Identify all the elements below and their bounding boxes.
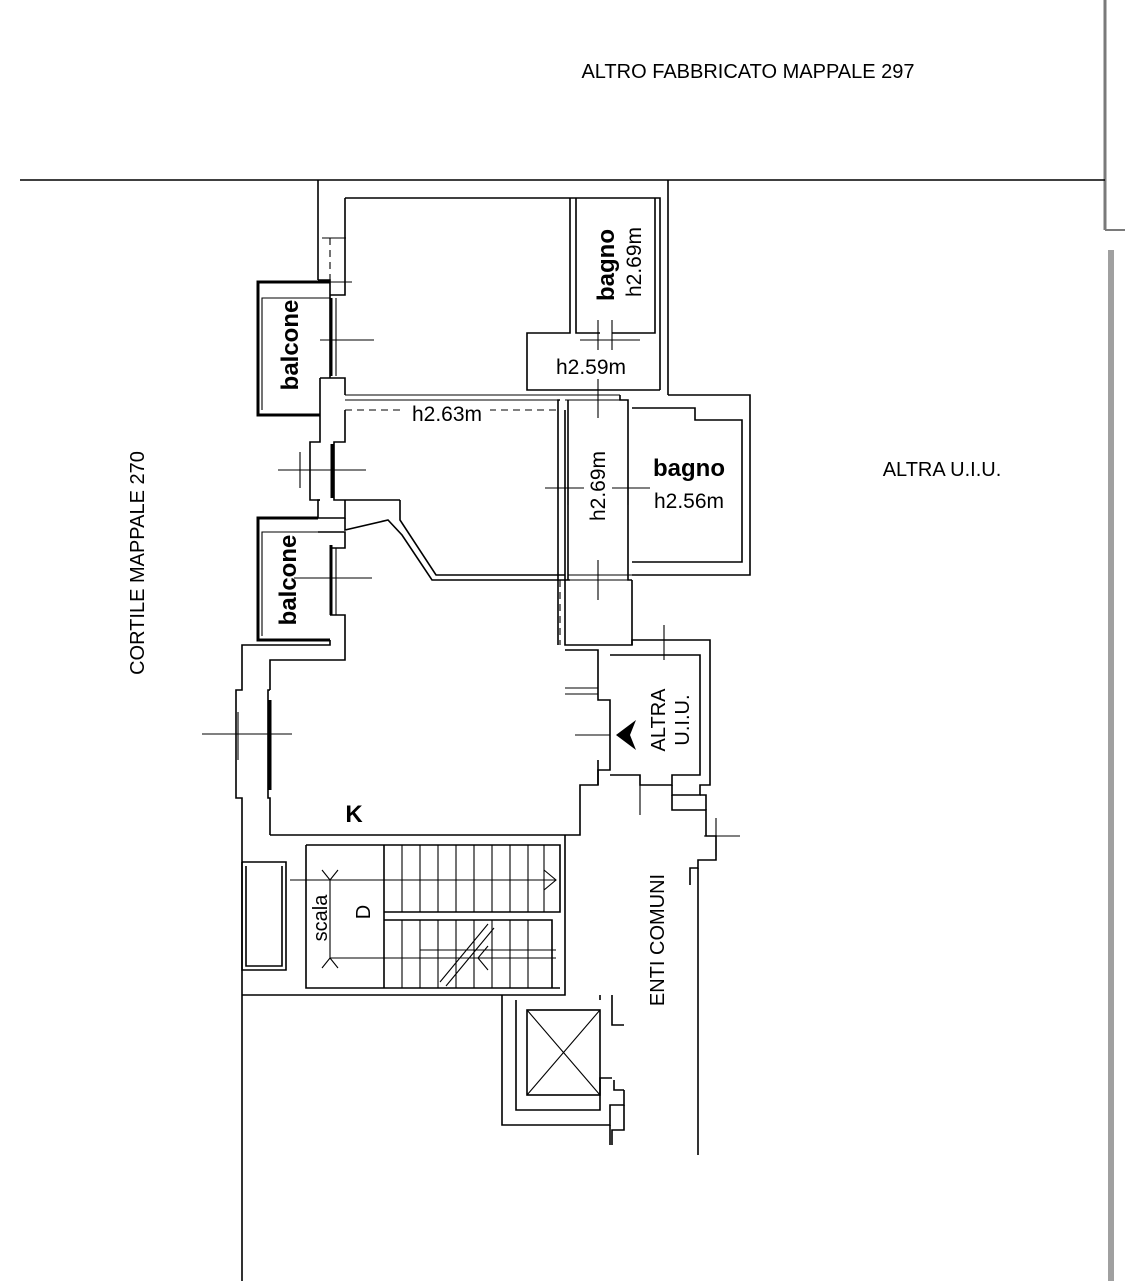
apartment-walls: [202, 180, 669, 1281]
other-unit-small-line1: ALTRA: [648, 688, 670, 752]
balcony-bottom-label: balcone: [275, 535, 302, 626]
balcony-top-label: balcone: [277, 300, 304, 391]
courtyard-label: CORTILE MAPPALE 270: [127, 451, 149, 675]
top-building-label: ALTRO FABBRICATO MAPPALE 297: [581, 61, 914, 83]
bath-right-label: bagno: [653, 455, 725, 482]
passage-height: h2.69m: [587, 451, 610, 521]
interior-walls: [345, 198, 751, 815]
corridor-height-bg: [404, 402, 490, 426]
common-corridor: [671, 794, 740, 1155]
scrollbar-thumb[interactable]: [1108, 250, 1114, 1281]
kitchen-label: K: [345, 801, 363, 828]
corridor-height: h2.63m: [412, 403, 482, 426]
hall-height-bg: [550, 355, 632, 379]
entrance-arrow-icon: [616, 720, 636, 750]
stair-letter: D: [353, 905, 375, 919]
bath-top-label: bagno: [593, 229, 620, 301]
bath-top-height: h2.69m: [623, 227, 646, 297]
common-areas-label: ENTI COMUNI: [647, 874, 669, 1006]
stair-label: scala: [310, 894, 332, 942]
hall-height: h2.59m: [556, 356, 626, 379]
bath-right-height: h2.56m: [654, 490, 724, 513]
lift-shaft: [501, 995, 625, 1145]
passage-height-bg: [584, 442, 610, 532]
staircase: [241, 835, 566, 996]
other-unit-small-line2: U.I.U.: [672, 694, 694, 745]
other-unit-label: ALTRA U.I.U.: [883, 459, 1002, 481]
